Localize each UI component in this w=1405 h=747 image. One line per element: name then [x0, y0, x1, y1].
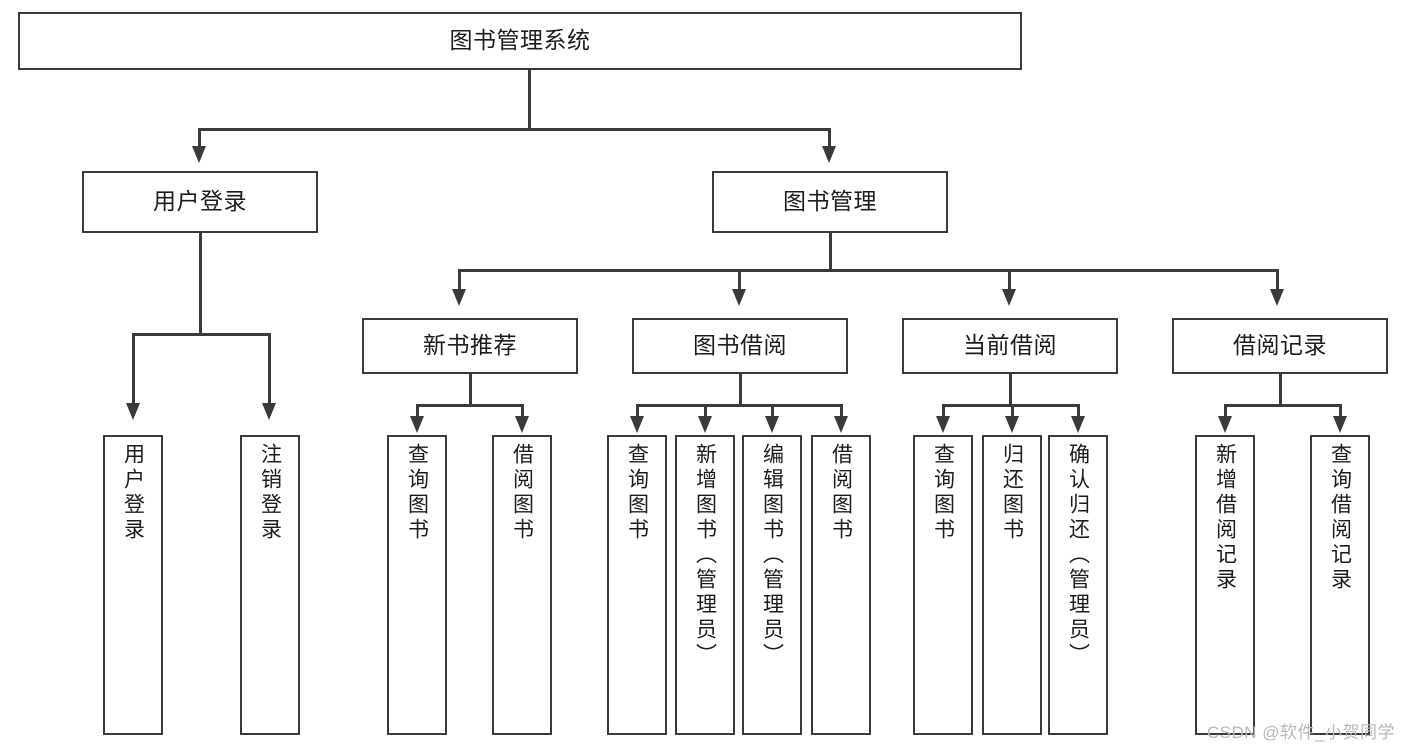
arrowhead-confirm-return: [1071, 416, 1085, 433]
arrowhead-query-book-3: [936, 416, 950, 433]
leaf-return-book[interactable]: 归还图书: [982, 435, 1042, 735]
node-book-borrow[interactable]: 图书借阅: [632, 318, 848, 374]
node-label: 图书管理系统: [449, 27, 591, 54]
connector-drop-borrow-record: [1276, 269, 1279, 291]
connector-book-borrow-stem: [739, 374, 742, 406]
node-label: 用户登录: [121, 443, 145, 543]
node-label: 借阅图书: [829, 443, 853, 543]
connector-current-borrow-stem: [1009, 374, 1012, 406]
connector-drop-new-book-rec: [458, 269, 461, 291]
connector-book-borrow-bus: [636, 404, 843, 407]
node-label: 新增图书（管理员）: [693, 443, 717, 668]
connector-borrow-record-stem: [1279, 374, 1282, 406]
arrowhead-new-book-rec: [452, 289, 466, 306]
leaf-user-logout[interactable]: 注销登录: [240, 435, 300, 735]
connector-drop-user-login: [198, 128, 201, 148]
arrowhead-query-book-1: [410, 416, 424, 433]
connector-root-stem: [528, 70, 531, 130]
node-label: 归还图书: [1000, 443, 1024, 543]
connector-user-login-bus: [132, 333, 270, 336]
connector-current-borrow-bus: [942, 404, 1079, 407]
node-label: 查询图书: [931, 443, 955, 543]
leaf-query-book-current[interactable]: 查询图书: [913, 435, 973, 735]
node-label: 注销登录: [258, 443, 282, 543]
arrowhead-edit-book: [765, 416, 779, 433]
node-label: 借阅记录: [1233, 332, 1327, 359]
node-root-system[interactable]: 图书管理系统: [18, 12, 1022, 70]
node-borrow-record[interactable]: 借阅记录: [1172, 318, 1388, 374]
arrowhead-borrow-book-2: [834, 416, 848, 433]
leaf-borrow-book-recommend[interactable]: 借阅图书: [492, 435, 552, 735]
arrowhead-borrow-book-1: [515, 416, 529, 433]
leaf-query-book-borrow[interactable]: 查询图书: [607, 435, 667, 735]
connector-book-mgmt-stem: [829, 233, 832, 271]
arrowhead-add-book: [698, 416, 712, 433]
node-label: 编辑图书（管理员）: [760, 443, 784, 668]
arrowhead-current-borrow: [1002, 289, 1016, 306]
connector-user-login-stem: [199, 233, 202, 335]
node-new-book-recommendation[interactable]: 新书推荐: [362, 318, 578, 374]
node-label: 查询图书: [625, 443, 649, 543]
node-book-management[interactable]: 图书管理: [712, 171, 948, 233]
connector-drop-confirm-return: [1077, 404, 1080, 418]
connector-borrow-record-bus: [1224, 404, 1341, 407]
arrowhead-add-record: [1218, 416, 1232, 433]
connector-drop-book-mgmt: [828, 128, 831, 148]
leaf-add-borrow-record[interactable]: 新增借阅记录: [1195, 435, 1255, 735]
connector-drop-add-record: [1224, 404, 1227, 418]
arrowhead-return-book: [1005, 416, 1019, 433]
connector-level3-bus: [458, 269, 1278, 272]
connector-drop-query-record: [1339, 404, 1342, 418]
connector-level2-bus: [198, 128, 831, 131]
arrowhead-book-mgmt: [822, 146, 836, 163]
connector-drop-leaf-user-logout: [268, 333, 271, 405]
node-label: 新增借阅记录: [1213, 443, 1237, 593]
connector-drop-leaf-user-login: [132, 333, 135, 405]
arrowhead-borrow-record: [1270, 289, 1284, 306]
leaf-borrow-book[interactable]: 借阅图书: [811, 435, 871, 735]
leaf-edit-book-admin[interactable]: 编辑图书（管理员）: [742, 435, 802, 735]
node-label: 新书推荐: [423, 332, 517, 359]
leaf-user-login[interactable]: 用户登录: [103, 435, 163, 735]
leaf-query-book-recommend[interactable]: 查询图书: [387, 435, 447, 735]
connector-drop-borrow-book-1: [521, 404, 524, 418]
node-label: 图书借阅: [693, 332, 787, 359]
connector-drop-query-book-2: [636, 404, 639, 418]
connector-drop-query-book-3: [942, 404, 945, 418]
connector-new-book-rec-bus: [416, 404, 523, 407]
arrowhead-query-book-2: [630, 416, 644, 433]
node-label: 用户登录: [153, 188, 247, 215]
arrowhead-leaf-user-logout: [262, 403, 276, 420]
arrowhead-book-borrow: [732, 289, 746, 306]
connector-drop-return-book: [1011, 404, 1014, 418]
arrowhead-leaf-user-login: [126, 403, 140, 420]
node-current-borrow[interactable]: 当前借阅: [902, 318, 1118, 374]
leaf-add-book-admin[interactable]: 新增图书（管理员）: [675, 435, 735, 735]
connector-drop-borrow-book-2: [840, 404, 843, 418]
connector-new-book-rec-stem: [469, 374, 472, 406]
leaf-query-borrow-record[interactable]: 查询借阅记录: [1310, 435, 1370, 735]
connector-drop-query-book-1: [416, 404, 419, 418]
connector-drop-current-borrow: [1008, 269, 1011, 291]
node-label: 当前借阅: [963, 332, 1057, 359]
leaf-confirm-return-admin[interactable]: 确认归还（管理员）: [1048, 435, 1108, 735]
node-label: 借阅图书: [510, 443, 534, 543]
node-label: 查询图书: [405, 443, 429, 543]
node-label: 图书管理: [783, 188, 877, 215]
arrowhead-query-record: [1333, 416, 1347, 433]
arrowhead-user-login: [192, 146, 206, 163]
connector-drop-add-book: [704, 404, 707, 418]
connector-drop-book-borrow: [738, 269, 741, 291]
connector-drop-edit-book: [771, 404, 774, 418]
node-label: 查询借阅记录: [1328, 443, 1352, 593]
node-user-login[interactable]: 用户登录: [82, 171, 318, 233]
node-label: 确认归还（管理员）: [1066, 443, 1090, 668]
